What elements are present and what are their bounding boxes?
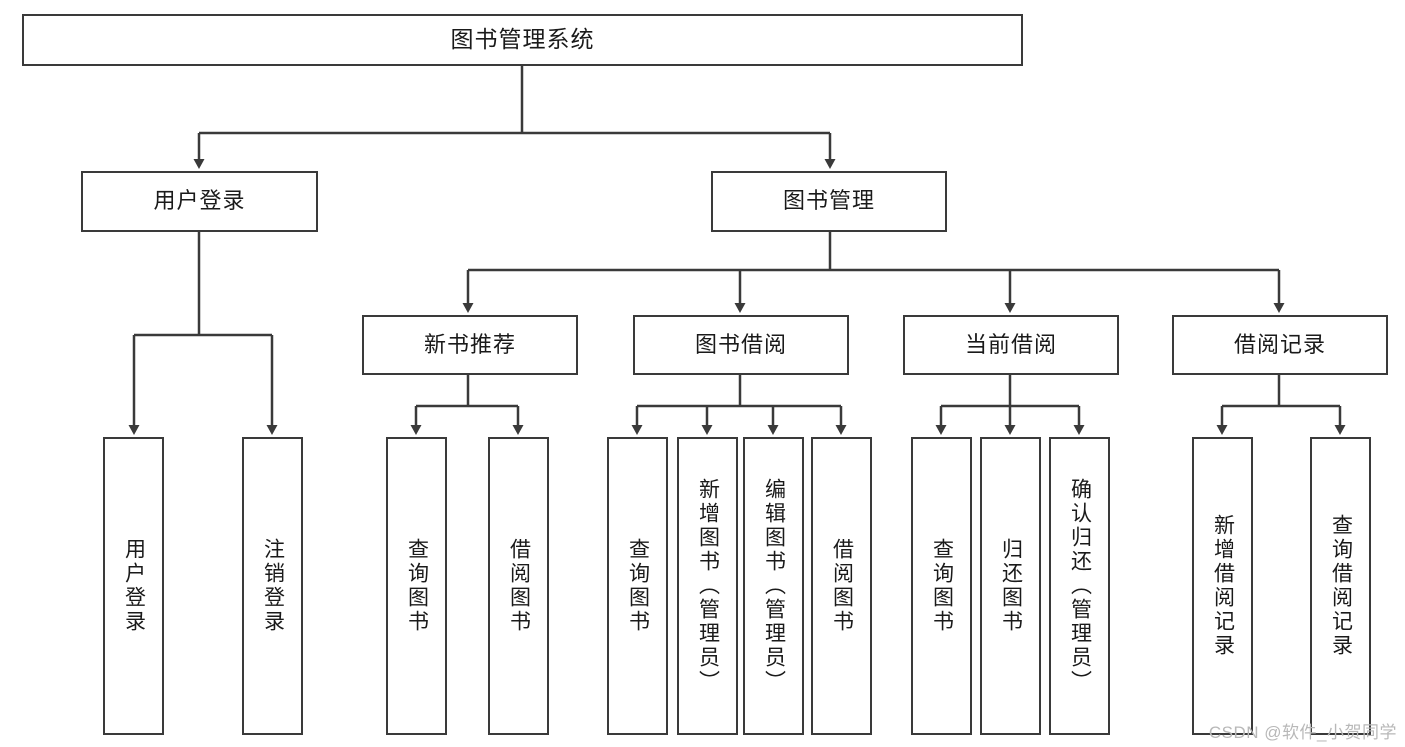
leaf-borrow-add-book-admin[interactable]: 新增图书（管理员） — [677, 437, 738, 735]
leaf-borrow-query-book[interactable]: 查询图书 — [607, 437, 668, 735]
leaf-record-query-record[interactable]: 查询借阅记录 — [1310, 437, 1371, 735]
leaf-record-add-record[interactable]: 新增借阅记录 — [1192, 437, 1253, 735]
node-book-borrow[interactable]: 图书借阅 — [633, 315, 849, 375]
node-current-borrow[interactable]: 当前借阅 — [903, 315, 1119, 375]
leaf-borrow-borrow-book[interactable]: 借阅图书 — [811, 437, 872, 735]
leaf-user-login-signin[interactable]: 用户登录 — [103, 437, 164, 735]
leaf-user-login-signout[interactable]: 注销登录 — [242, 437, 303, 735]
node-root-system[interactable]: 图书管理系统 — [22, 14, 1023, 66]
node-borrow-record[interactable]: 借阅记录 — [1172, 315, 1388, 375]
leaf-borrow-edit-book-admin[interactable]: 编辑图书（管理员） — [743, 437, 804, 735]
node-new-book-recommend[interactable]: 新书推荐 — [362, 315, 578, 375]
csdn-watermark: CSDN @软件_小贺同学 — [1208, 723, 1397, 742]
node-user-login[interactable]: 用户登录 — [81, 171, 318, 232]
leaf-current-return-book[interactable]: 归还图书 — [980, 437, 1041, 735]
leaf-recommend-query-book[interactable]: 查询图书 — [386, 437, 447, 735]
leaf-current-query-book[interactable]: 查询图书 — [911, 437, 972, 735]
leaf-recommend-borrow-book[interactable]: 借阅图书 — [488, 437, 549, 735]
node-book-management[interactable]: 图书管理 — [711, 171, 947, 232]
leaf-current-confirm-return-admin[interactable]: 确认归还（管理员） — [1049, 437, 1110, 735]
